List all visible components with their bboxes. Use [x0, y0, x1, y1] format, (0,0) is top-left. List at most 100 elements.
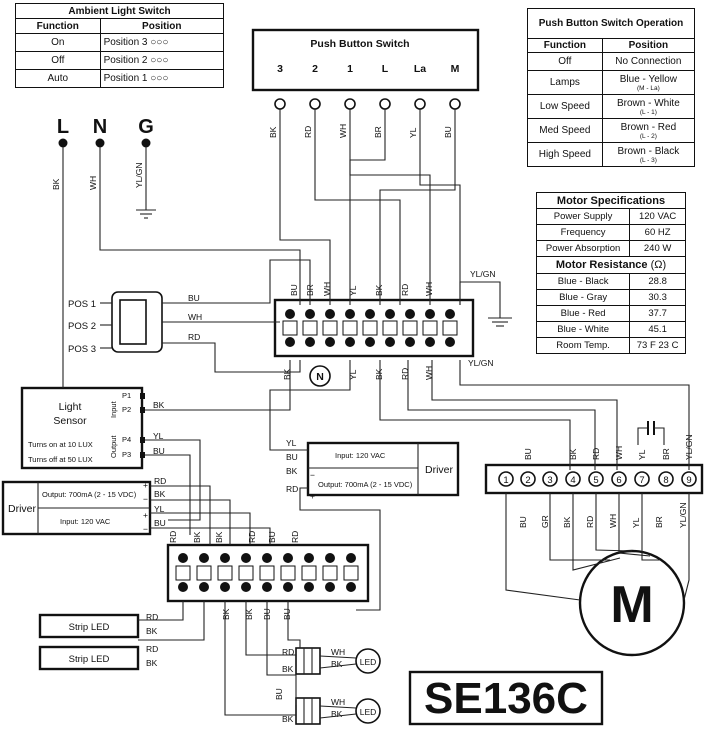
terminal-screw — [241, 582, 251, 592]
strip-led-1 — [38, 613, 140, 639]
wire — [180, 259, 311, 305]
tb-low-wire-below: BK — [221, 608, 231, 620]
svg-text:RD: RD — [282, 647, 294, 657]
switch-wire-label: BU — [443, 126, 453, 138]
terminal-screw — [199, 553, 209, 563]
terminal-screw — [283, 553, 293, 563]
wire — [150, 512, 251, 545]
terminal-screw — [405, 337, 415, 347]
led-label: LED — [360, 707, 377, 717]
supply-wire-label: BK — [51, 178, 61, 190]
switch-terminal — [414, 98, 426, 110]
svg-text:WH: WH — [331, 647, 345, 657]
motor-wire-top: BR — [661, 448, 671, 460]
terminal-screw — [365, 309, 375, 319]
wire — [138, 601, 205, 641]
tb-top-wire-below: BK — [374, 368, 384, 380]
svg-text:Light: Light — [59, 401, 82, 413]
svg-text:4: 4 — [570, 475, 575, 486]
svg-text:−: − — [143, 494, 148, 504]
switch-terminal-label: L — [382, 63, 389, 75]
supply-l: L — [57, 116, 69, 138]
svg-text:1: 1 — [503, 475, 508, 486]
svg-text:−: − — [143, 524, 148, 534]
svg-text:BK: BK — [153, 400, 165, 410]
motor-wire-bottom: RD — [585, 516, 595, 528]
tb-low-wire-below: BK — [244, 608, 254, 620]
terminal-screw — [220, 582, 230, 592]
svg-text:+: + — [143, 480, 148, 490]
tb-top-wire-below: WH — [424, 366, 434, 380]
svg-text:6: 6 — [616, 475, 621, 486]
supply-terminal — [95, 138, 105, 148]
tb-low-wire-above: BU — [267, 531, 277, 543]
switch-pos-2-icon: ○○○ — [150, 55, 169, 66]
terminal-screw — [425, 309, 435, 319]
tb-top-wire-below: RD — [400, 368, 410, 380]
led-label: LED — [360, 657, 377, 667]
svg-text:5: 5 — [593, 475, 598, 486]
terminal-screw — [325, 582, 335, 592]
svg-text:N: N — [316, 371, 324, 383]
wire — [269, 360, 351, 451]
switch-terminal-label: 3 — [277, 63, 283, 75]
svg-text:BK: BK — [331, 709, 343, 719]
svg-text:BU: BU — [286, 452, 298, 462]
terminal-screw — [445, 337, 455, 347]
tb-low-wire-above: RD — [168, 531, 178, 543]
wire — [180, 342, 301, 373]
terminal-screw — [304, 553, 314, 563]
led-connector — [295, 647, 321, 675]
terminal-screw — [365, 337, 375, 347]
model-label: SE136C — [424, 674, 588, 723]
svg-text:BK: BK — [331, 659, 343, 669]
switch-terminal — [379, 98, 391, 110]
svg-text:P2: P2 — [122, 405, 131, 414]
wire — [266, 601, 297, 705]
tb-low-wire-above: BK — [214, 531, 224, 543]
push-button-switch-title: Push Button Switch — [310, 38, 409, 50]
terminal-screw — [385, 309, 395, 319]
strip-led-label: Strip LED — [69, 622, 110, 633]
motor-pin — [565, 471, 581, 487]
rocker-wire-wh: WH — [188, 312, 202, 322]
motor-pin — [588, 471, 604, 487]
terminal-screw — [220, 553, 230, 563]
svg-text:BK: BK — [282, 714, 294, 724]
svg-text:P3: P3 — [122, 450, 131, 459]
strip-led-2 — [38, 645, 140, 671]
motor-pin — [611, 471, 627, 487]
wire — [145, 439, 201, 521]
wire — [279, 109, 331, 305]
svg-text:7: 7 — [639, 475, 644, 486]
terminal-screw — [425, 337, 435, 347]
rocker-wire-rd: RD — [188, 332, 200, 342]
svg-text:2: 2 — [525, 475, 530, 486]
motor-wire-bottom: BR — [654, 516, 664, 528]
svg-text:RD: RD — [154, 476, 166, 486]
motor-wire-bottom: GR — [540, 515, 550, 528]
wire — [145, 360, 291, 411]
motor-wire-bottom: BK — [562, 516, 572, 528]
wire — [145, 454, 191, 535]
svg-text:3: 3 — [547, 475, 552, 486]
wire — [99, 147, 301, 305]
tb-top-wire-above: YL — [348, 285, 358, 296]
supply-n: N — [93, 116, 107, 138]
switch-terminal-label: 1 — [347, 63, 353, 75]
svg-text:9: 9 — [686, 475, 691, 486]
motor-wire-bottom: WH — [608, 514, 618, 528]
svg-text:Sensor: Sensor — [53, 415, 87, 427]
svg-text:Turns off at 50 LUX: Turns off at 50 LUX — [28, 455, 93, 464]
tb-top-wire-below: BK — [282, 368, 292, 380]
supply-terminal — [58, 138, 68, 148]
svg-text:Output: 700mA (2 - 15 VDC): Output: 700mA (2 - 15 VDC) — [318, 480, 413, 489]
terminal-screw — [345, 309, 355, 319]
ambient-title: Ambient Light Switch — [15, 3, 224, 19]
svg-text:Turns on at 10 LUX: Turns on at 10 LUX — [28, 440, 93, 449]
led-icon — [355, 648, 381, 674]
wire — [349, 109, 386, 305]
rocker-switch — [111, 291, 180, 353]
wire — [299, 487, 381, 611]
svg-text:BK: BK — [154, 489, 166, 499]
